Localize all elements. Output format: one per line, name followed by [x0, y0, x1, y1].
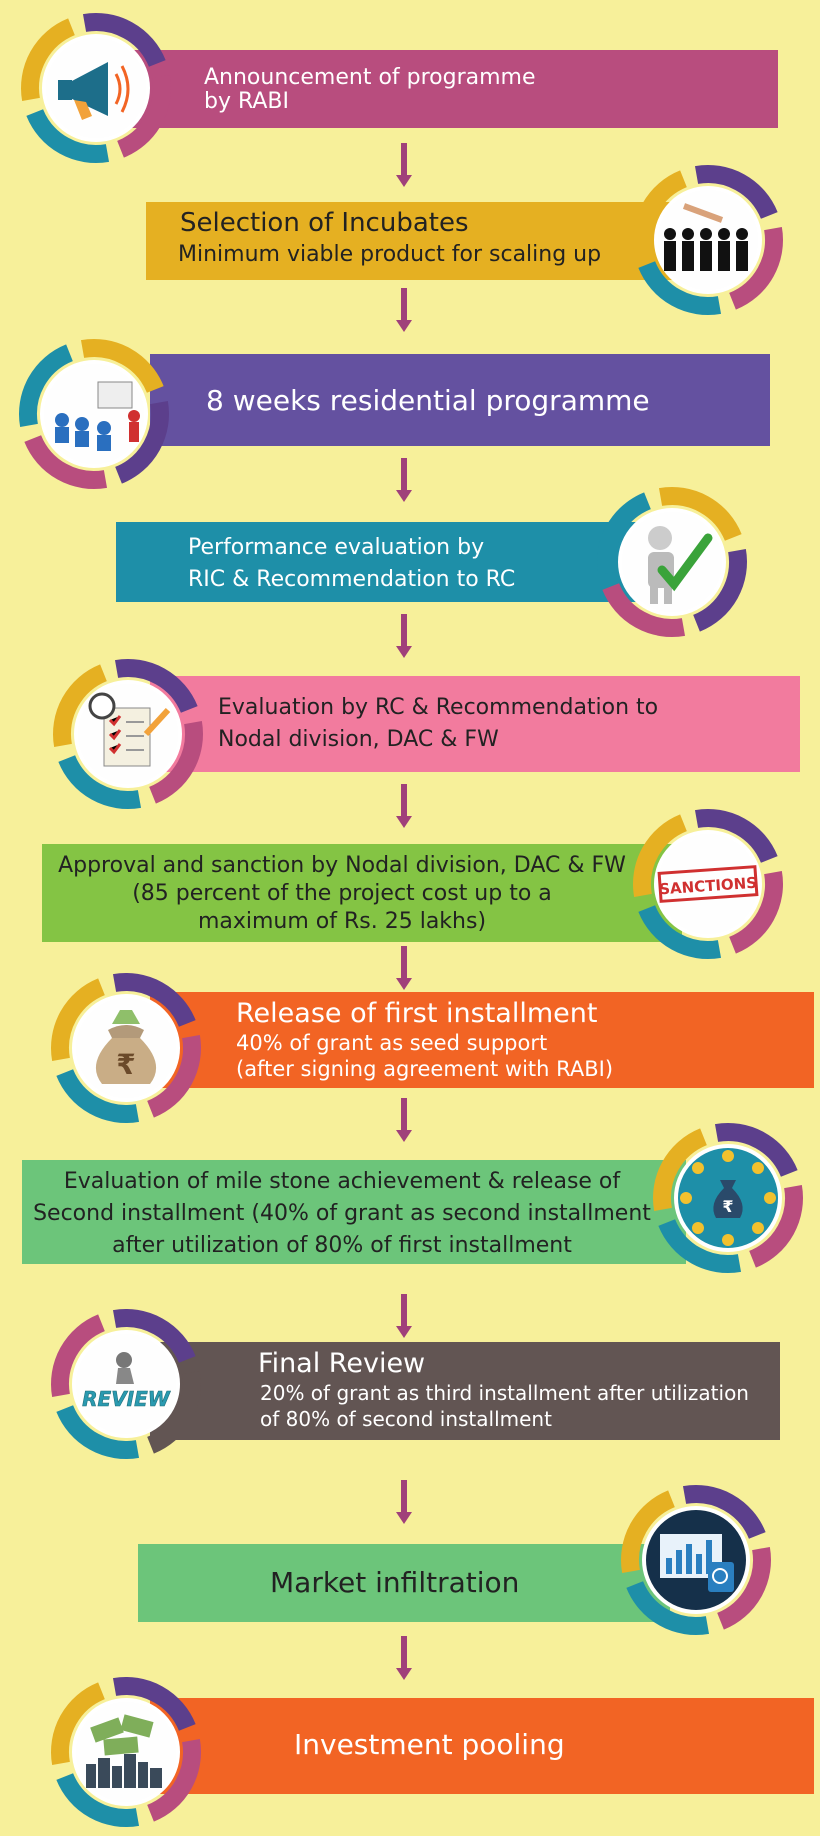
step-9-title: Final Review: [258, 1348, 426, 1379]
analytics-dashboard-icon: [621, 1485, 771, 1635]
megaphone-icon: [21, 13, 171, 163]
flow-arrow-10: [396, 1636, 412, 1680]
step-9-text: 20% of grant as third installment after …: [260, 1381, 749, 1431]
svg-text:₹: ₹: [722, 1197, 733, 1216]
step-5-text: Evaluation by RC & Recommendation to Nod…: [218, 695, 659, 752]
flow-arrow-8: [396, 1294, 412, 1338]
group-selection-icon: [633, 164, 783, 315]
step-2-banner: Selection of Incubates Minimum viable pr…: [146, 202, 686, 280]
step-10-text: Market infiltration: [270, 1566, 520, 1599]
flow-arrow-5: [396, 784, 412, 828]
step-6-banner: Approval and sanction by Nodal division,…: [42, 844, 682, 942]
step-1-banner: Announcement of programme by RABI: [120, 50, 778, 128]
presentation-meeting-icon: [19, 339, 169, 489]
rupee-coins-icon: ₹: [653, 1123, 803, 1273]
checklist-clock-icon: [53, 659, 203, 809]
flow-arrow-3: [396, 458, 412, 502]
step-3-text: 8 weeks residential programme: [206, 384, 650, 417]
flow-arrow-7: [396, 1098, 412, 1142]
step-2-text: Minimum viable product for scaling up: [178, 242, 602, 267]
step-7-banner: Release of first installment 40% of gran…: [150, 992, 814, 1088]
flow-arrow-1: [396, 143, 412, 187]
step-6-text: Approval and sanction by Nodal division,…: [58, 853, 626, 934]
step-3-banner: 8 weeks residential programme: [150, 354, 770, 446]
step-9-banner: Final Review 20% of grant as third insta…: [150, 1342, 780, 1440]
step-11-text: Investment pooling: [294, 1728, 565, 1761]
sanctions-stamp-icon: SANCTIONS: [633, 809, 783, 959]
step-4-banner: Performance evaluation by RIC & Recommen…: [116, 522, 638, 602]
svg-text:₹: ₹: [116, 1048, 135, 1081]
step-11-banner: Investment pooling: [150, 1698, 814, 1794]
checkmark-person-icon: [597, 487, 747, 637]
step-1-text: Announcement of programme by RABI: [204, 65, 536, 114]
step-5-banner: Evaluation by RC & Recommendation to Nod…: [150, 676, 800, 772]
step-8-text: Evaluation of mile stone achievement & r…: [33, 1169, 651, 1258]
review-icon: REVIEW: [51, 1309, 201, 1459]
step-7-text: 40% of grant as seed support (after sign…: [236, 1031, 614, 1081]
flow-arrow-9: [396, 1480, 412, 1524]
flow-arrow-6: [396, 946, 412, 990]
money-city-icon: [51, 1677, 201, 1827]
step-2-title: Selection of Incubates: [180, 208, 469, 238]
step-8-banner: Evaluation of mile stone achievement & r…: [22, 1160, 686, 1264]
flow-arrow-4: [396, 614, 412, 658]
flow-arrow-2: [396, 288, 412, 332]
step-10-banner: Market infiltration: [138, 1544, 670, 1622]
rupee-money-bag-icon: ₹: [51, 973, 201, 1123]
review-icon-label: REVIEW: [82, 1387, 171, 1411]
step-7-title: Release of first installment: [236, 998, 598, 1029]
step-4-text: Performance evaluation by RIC & Recommen…: [188, 535, 516, 592]
